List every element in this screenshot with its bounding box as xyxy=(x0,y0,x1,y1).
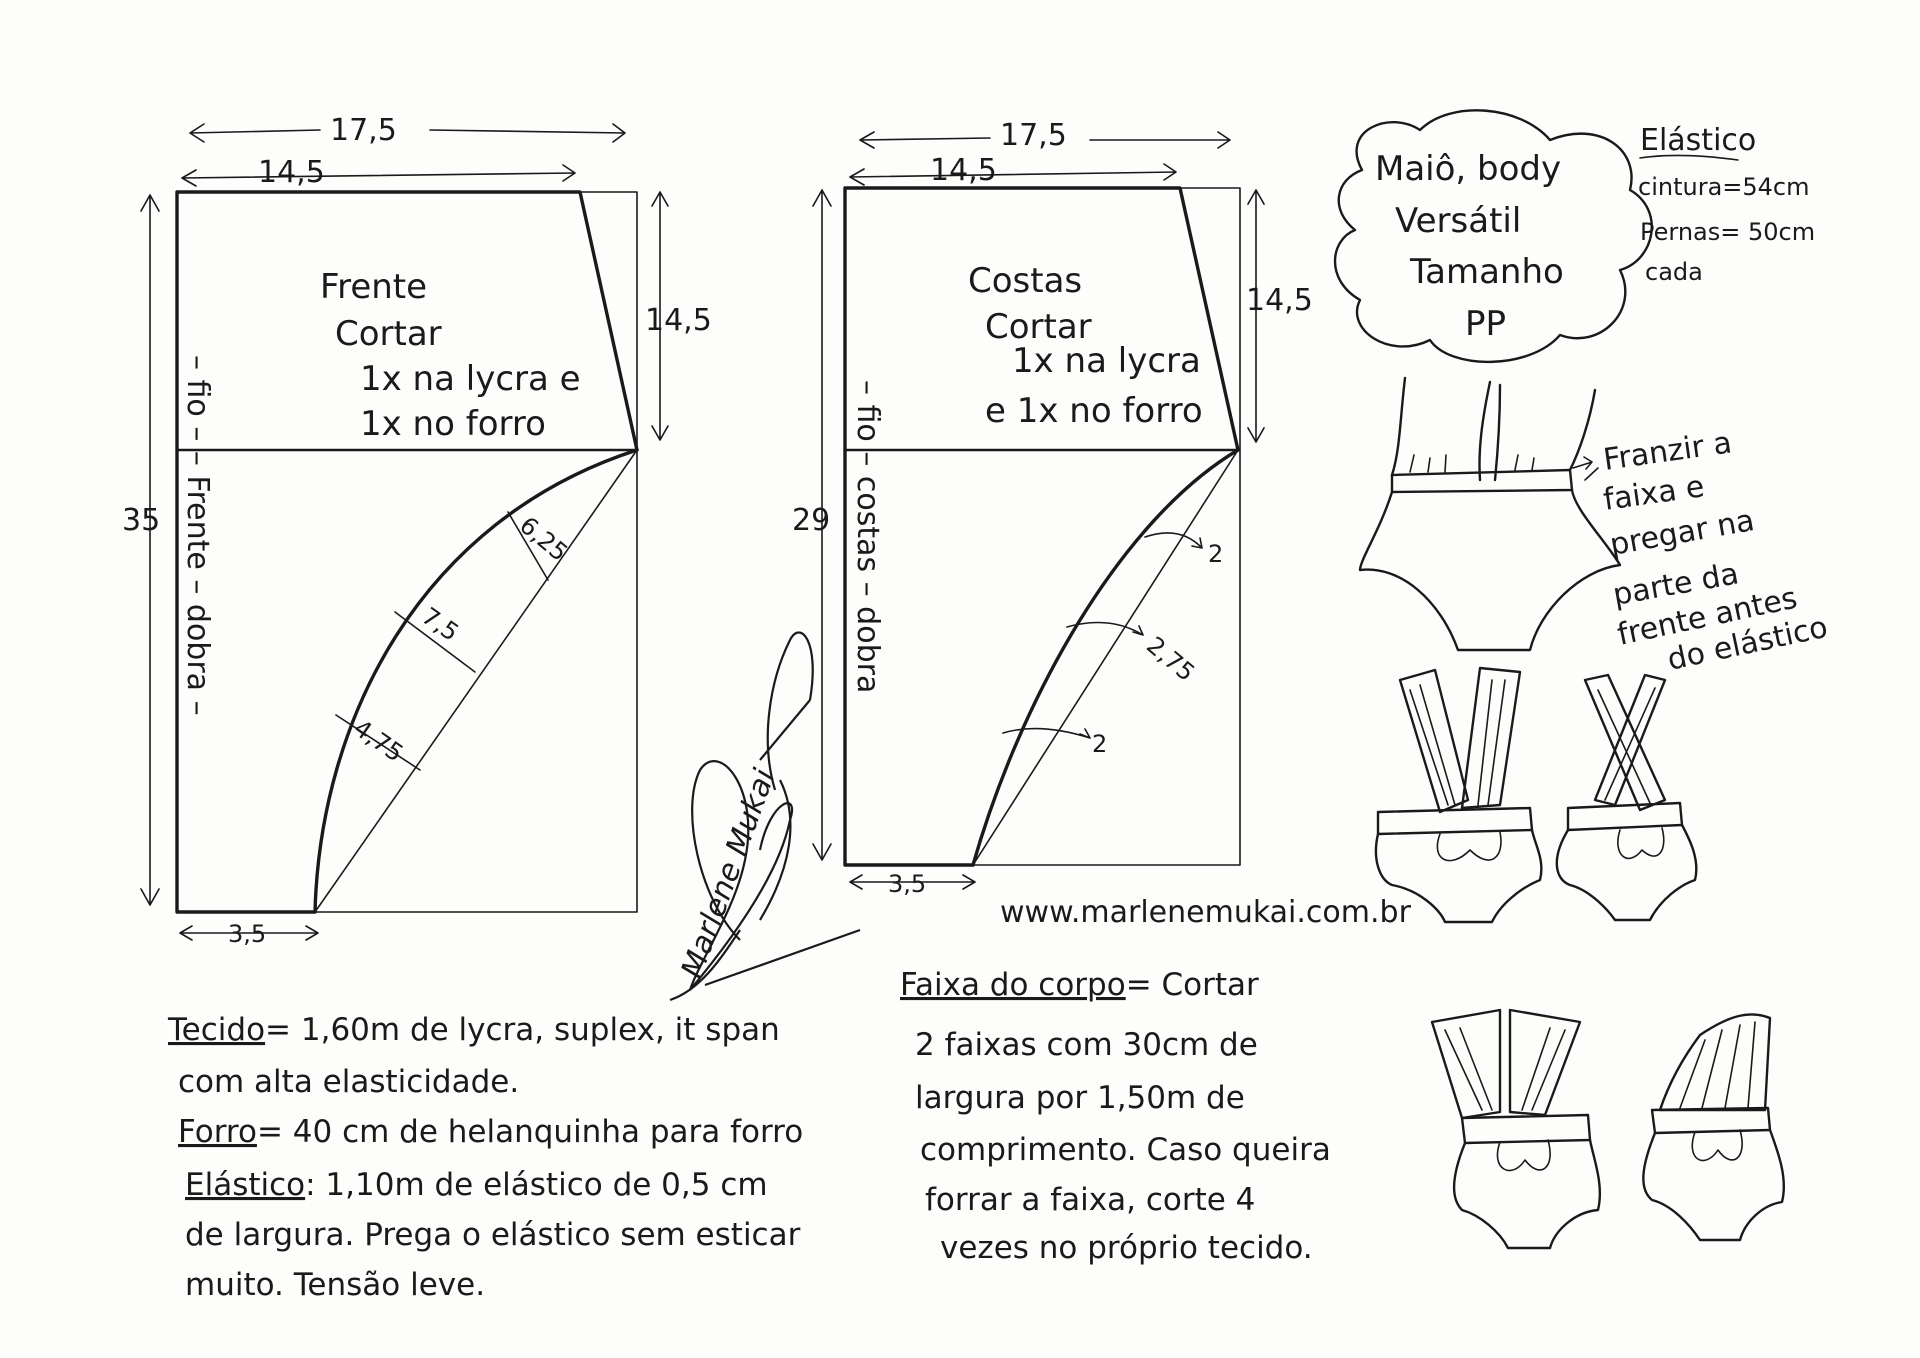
back-cut-line-3: e 1x no forro xyxy=(985,391,1203,431)
front-offset-2 xyxy=(394,611,476,673)
garment-sketch-straps-b xyxy=(1555,673,1698,922)
back-cut-line-2: 1x na lycra xyxy=(1012,341,1201,381)
gather-line-2: faixa e xyxy=(1601,469,1706,518)
front-cut-line-2: 1x na lycra e xyxy=(360,359,581,399)
back-leg-curve xyxy=(971,448,1240,867)
fabric-notes: Tecido= 1,60m de lycra, suplex, it span … xyxy=(167,1012,803,1303)
band-note-1-label: Faixa do corpo xyxy=(900,967,1126,1003)
back-dim-29-label: 29 xyxy=(792,503,830,538)
back-offset-label-2: 2,75 xyxy=(1141,631,1200,687)
fabric-note-4: Elástico: 1,10m de elástico de 0,5 cm xyxy=(185,1167,768,1203)
elastic-line-1: cintura=54cm xyxy=(1638,173,1810,201)
gather-line-1: Franzir a xyxy=(1601,425,1734,478)
front-fold-label: – fio – – Frente – dobra – xyxy=(180,355,215,716)
fabric-note-1-text: = 1,60m de lycra, suplex, it span xyxy=(265,1012,780,1048)
front-offset-label-1: 6,25 xyxy=(514,511,573,567)
front-dim-3-5 xyxy=(179,925,319,941)
elastic-line-2: Pernas= 50cm xyxy=(1640,218,1815,246)
elastic-heading: Elástico xyxy=(1640,123,1756,158)
cloud-line-3: Tamanho xyxy=(1409,252,1564,292)
band-note-2: 2 faixas com 30cm de xyxy=(915,1027,1258,1063)
elastic-info: Elástico cintura=54cm Pernas= 50cm cada xyxy=(1638,123,1815,286)
fabric-note-3-label: Forro xyxy=(178,1114,257,1150)
back-dim-side xyxy=(1247,189,1265,443)
garment-sketch-straps-a xyxy=(1374,666,1543,924)
fabric-note-4-label: Elástico xyxy=(185,1167,305,1203)
cloud-line-1: Maiô, body xyxy=(1375,149,1561,189)
band-note-1: Faixa do corpo= Cortar xyxy=(900,967,1259,1003)
back-cut-line-1: Cortar xyxy=(985,307,1092,347)
gather-note: Franzir a faixa e pregar na parte da fre… xyxy=(1601,425,1831,678)
website-url: www.marlenemukai.com.br xyxy=(1000,895,1412,930)
band-note-1-text: = Cortar xyxy=(1126,967,1259,1003)
back-dim-3-5 xyxy=(849,874,976,890)
back-dim-side-label: 14,5 xyxy=(1246,283,1313,318)
fabric-note-5: de largura. Prega o elástico sem esticar xyxy=(185,1217,801,1253)
front-leg-curve xyxy=(313,448,639,914)
back-dim-14-5 xyxy=(849,163,1177,186)
cloud-line-4: PP xyxy=(1465,304,1506,344)
back-leg-chord xyxy=(972,449,1239,866)
front-offset-1 xyxy=(507,511,549,581)
cloud-outline xyxy=(1333,109,1653,364)
fabric-note-1: Tecido= 1,60m de lycra, suplex, it span xyxy=(167,1012,780,1048)
front-offset-label-3: 4,75 xyxy=(349,714,409,768)
back-dim-17-5-label: 17,5 xyxy=(1000,118,1067,153)
back-dim-14-5-label: 14,5 xyxy=(930,153,997,188)
garment-sketch-v-neck xyxy=(1430,1008,1602,1250)
front-cut-line-3: 1x no forro xyxy=(360,404,546,444)
back-outline xyxy=(843,186,1240,867)
front-pattern-piece: 17,5 14,5 14,5 35 3,5 Frente Cortar 1x n… xyxy=(122,113,712,948)
back-offset-arrows xyxy=(1002,532,1203,739)
garment-sketch-front xyxy=(1358,376,1622,652)
back-offset-label-3: 2 xyxy=(1092,730,1107,758)
fabric-note-2: com alta elasticidade. xyxy=(178,1064,519,1100)
back-offset-label-1: 2 xyxy=(1208,540,1223,568)
band-note-6: vezes no próprio tecido. xyxy=(940,1230,1313,1266)
cloud-line-2: Versátil xyxy=(1395,201,1521,241)
fabric-note-3-text: = 40 cm de helanquinha para forro xyxy=(257,1114,803,1150)
signature-text: Marlene Mukai xyxy=(675,764,783,983)
front-dim-14-5 xyxy=(181,164,576,187)
front-cut-line-1: Cortar xyxy=(335,314,442,354)
back-dim-17-5 xyxy=(859,131,1231,149)
front-dim-35 xyxy=(140,194,160,906)
band-note-4: comprimento. Caso queira xyxy=(920,1132,1331,1168)
back-fold-label: – fio – costas – dobra xyxy=(850,380,885,693)
back-dim-29 xyxy=(812,189,832,861)
front-outline xyxy=(175,190,639,914)
band-note-5: forrar a faixa, corte 4 xyxy=(925,1182,1255,1218)
front-leg-chord xyxy=(314,449,638,913)
band-note-3: largura por 1,50m de xyxy=(915,1080,1245,1116)
fabric-note-6: muito. Tensão leve. xyxy=(185,1267,485,1303)
front-dim-17-5-label: 17,5 xyxy=(330,113,397,148)
front-dim-17-5 xyxy=(189,123,626,143)
front-title: Frente xyxy=(320,267,427,307)
front-offset-3 xyxy=(335,714,421,771)
garment-sketch-one-shoulder xyxy=(1642,1013,1786,1242)
front-dim-3-5-label: 3,5 xyxy=(228,920,266,948)
front-dim-side xyxy=(651,191,669,441)
fabric-note-3: Forro= 40 cm de helanquinha para forro xyxy=(178,1114,803,1150)
fabric-note-4-text: : 1,10m de elástico de 0,5 cm xyxy=(305,1167,767,1203)
back-pattern-piece: 17,5 14,5 14,5 29 3,5 Costas Cortar 1x n… xyxy=(792,118,1313,898)
front-offset-label-2: 7,5 xyxy=(417,602,464,647)
front-dim-side-label: 14,5 xyxy=(645,303,712,338)
elastic-line-3: cada xyxy=(1645,258,1703,286)
back-title: Costas xyxy=(968,261,1082,301)
front-dim-14-5-label: 14,5 xyxy=(258,155,325,190)
back-dim-3-5-label: 3,5 xyxy=(888,870,926,898)
signature: Marlene Mukai xyxy=(669,631,861,1002)
band-notes: Faixa do corpo= Cortar 2 faixas com 30cm… xyxy=(900,967,1331,1266)
title-cloud: Maiô, body Versátil Tamanho PP xyxy=(1333,109,1653,364)
front-dim-35-label: 35 xyxy=(122,503,160,538)
fabric-note-1-label: Tecido xyxy=(167,1012,265,1048)
